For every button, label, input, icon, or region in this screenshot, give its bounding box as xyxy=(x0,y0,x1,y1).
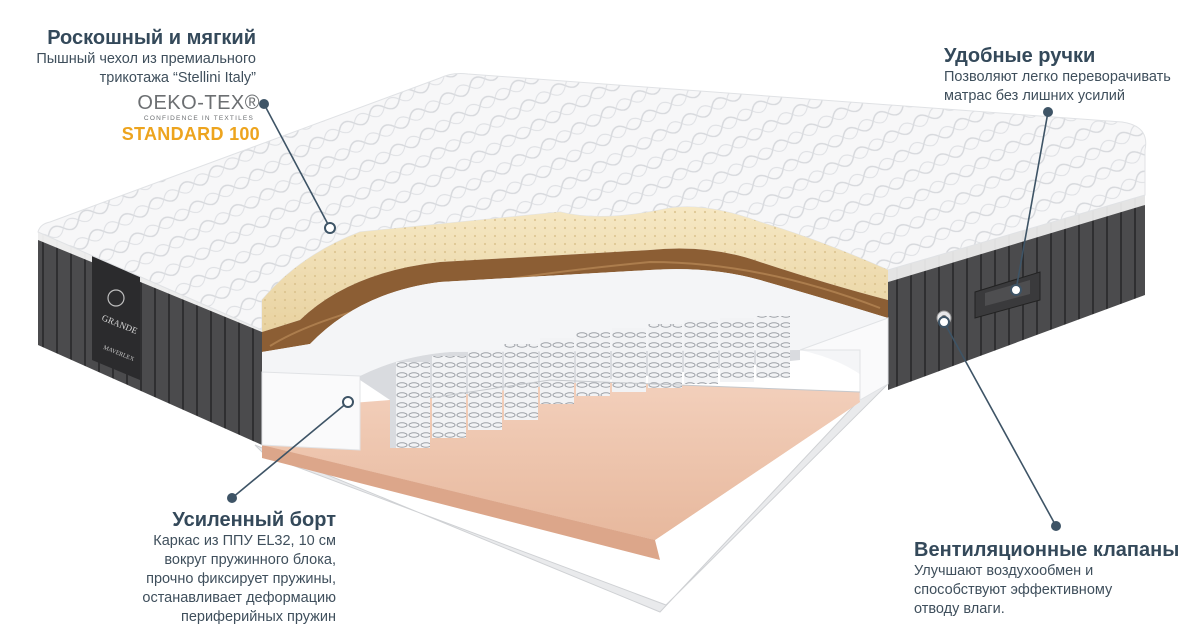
pointer-line-luxury xyxy=(263,103,331,229)
callout-luxury-line: трикотажа “Stellini Italy” xyxy=(99,70,256,86)
oeko-tex-logo: OEKO-TEX® xyxy=(137,92,260,114)
callout-border-line: прочно фиксирует пружины, xyxy=(146,571,336,587)
callout-vents-line: отводу влаги. xyxy=(914,601,1005,617)
pocket-spring-block xyxy=(360,316,861,448)
pointer-dot-border-end xyxy=(227,493,237,503)
callout-luxury-line: Пышный чехол из премиального xyxy=(36,51,256,67)
callout-handles-line: матрас без лишних усилий xyxy=(944,88,1126,104)
pointer-dot-vents-end xyxy=(1051,521,1061,531)
felt-layer xyxy=(262,269,888,384)
callout-vents-line: способствуют эффективному xyxy=(914,582,1113,598)
pointer-dot-border-start xyxy=(342,396,354,408)
callout-handles-title: Удобные ручки xyxy=(944,45,1096,67)
pointer-line-handles xyxy=(1015,111,1049,291)
pointer-lines xyxy=(231,103,1057,527)
callout-vents-title: Вентиляционные клапаны xyxy=(914,539,1180,561)
oeko-tex-tagline: CONFIDENCE IN TEXTILES xyxy=(143,115,254,122)
callout-vents-line: Улучшают воздухообмен и xyxy=(914,563,1094,579)
callout-luxury: Роскошный и мягкий Пышный чехол из преми… xyxy=(0,26,256,88)
coir-layer xyxy=(262,248,888,352)
pointer-line-vents xyxy=(943,321,1057,527)
callout-border-title: Усиленный борт xyxy=(172,509,336,531)
callout-border: Усиленный борт Каркас из ППУ EL32, 10 см… xyxy=(60,508,336,627)
callout-border-line: Каркас из ППУ EL32, 10 см xyxy=(153,533,336,549)
oeko-tex-standard: STANDARD 100 xyxy=(121,124,260,144)
callout-handles: Удобные ручки Позволяют легко переворачи… xyxy=(944,44,1194,106)
reinforced-border xyxy=(261,371,361,451)
callout-border-line: периферийных пружин xyxy=(180,609,336,625)
pointer-dot-handles-end xyxy=(1010,284,1022,296)
callout-luxury-title: Роскошный и мягкий xyxy=(47,27,256,49)
pointer-line-border xyxy=(231,401,349,499)
callout-border-line: останавливает деформацию xyxy=(142,590,336,606)
brand-label: GRANDE MAVERLEX xyxy=(92,256,140,380)
callout-handles-line: Позволяют легко переворачивать xyxy=(944,69,1171,85)
pointer-dot-handles-start xyxy=(1043,107,1053,117)
callout-vents: Вентиляционные клапаны Улучшают воздухоо… xyxy=(914,538,1184,619)
pointer-dot-luxury-start xyxy=(259,99,269,109)
oeko-tex-certification: OEKO-TEX® CONFIDENCE IN TEXTILES STANDAR… xyxy=(104,92,260,144)
pointer-dot-luxury-end xyxy=(324,222,336,234)
pointer-dot-vents-start xyxy=(938,316,950,328)
callout-border-line: вокруг пружинного блока, xyxy=(164,552,336,568)
